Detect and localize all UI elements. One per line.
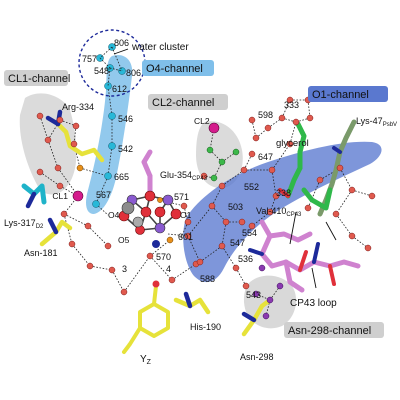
svg-text:806: 806 xyxy=(114,38,129,48)
o4-channel-label: O4-channel xyxy=(146,63,203,75)
svg-text:503: 503 xyxy=(228,202,243,212)
asn181-residue xyxy=(39,217,73,247)
svg-text:588: 588 xyxy=(200,274,215,284)
asn298-channel-label-box xyxy=(284,322,384,338)
svg-text:3: 3 xyxy=(122,264,127,274)
asn298-label: Asn-298 xyxy=(240,352,274,362)
asn181-label: Asn-181 xyxy=(24,248,58,258)
o4-channel-region xyxy=(86,54,133,214)
water-molecules-purple xyxy=(252,264,284,320)
water-cluster-bonds xyxy=(99,46,123,87)
svg-text:552: 552 xyxy=(244,182,259,192)
val410-label: Val-410CP43 xyxy=(256,206,302,218)
asn298-channel-label: Asn-298-channel xyxy=(288,325,371,337)
cl2-channel-region xyxy=(196,121,243,189)
cl1-atom-label: CL1 xyxy=(52,191,68,201)
svg-text:570: 570 xyxy=(156,252,171,262)
glycerol-molecule xyxy=(278,121,333,211)
svg-text:612: 612 xyxy=(112,84,127,94)
yz-tyrosine-residue xyxy=(122,280,170,354)
svg-text:554: 554 xyxy=(242,228,257,238)
svg-text:4: 4 xyxy=(166,264,171,274)
svg-text:543: 543 xyxy=(246,290,261,300)
o1-channel-label: O1-channel xyxy=(312,89,369,101)
svg-text:665: 665 xyxy=(114,172,129,182)
water-number-labels: 806 757 548 806 612 546 542 665 567 598 … xyxy=(82,38,299,300)
glu354-label: Glu-354CP43 xyxy=(160,170,208,182)
cl2-channel-label: CL2-channel xyxy=(152,97,214,109)
water-molecules-green xyxy=(206,146,240,182)
svg-text:567: 567 xyxy=(96,190,111,200)
svg-text:338: 338 xyxy=(276,188,291,198)
svg-text:647: 647 xyxy=(258,152,273,162)
water-cluster-label: water cluster xyxy=(131,42,189,53)
asn298-residue xyxy=(241,297,273,337)
water-molecules-cyan xyxy=(92,43,126,208)
water-molecules-red xyxy=(36,96,376,296)
o4-atom-label: O4 xyxy=(108,210,120,220)
yz-label: YZ xyxy=(140,354,152,366)
cl1-channel-label-box xyxy=(4,70,68,86)
svg-text:546: 546 xyxy=(118,114,133,124)
svg-text:598: 598 xyxy=(258,110,273,120)
his190-label: His-190 xyxy=(190,322,221,332)
svg-text:571: 571 xyxy=(174,192,189,202)
o5-atom-label: O5 xyxy=(118,235,130,245)
svg-text:547: 547 xyxy=(230,238,245,248)
cl1-chloride xyxy=(72,190,84,202)
leader-lines xyxy=(113,48,337,289)
o1-atom-label: O1 xyxy=(180,210,192,220)
svg-text:333: 333 xyxy=(284,100,299,110)
lys317-residue xyxy=(21,183,47,209)
mn4cao5-cluster xyxy=(118,149,182,248)
cl2-chloride xyxy=(208,122,220,134)
svg-text:542: 542 xyxy=(118,144,133,154)
lys47-label: Lys-47PsbV xyxy=(356,116,397,128)
glu354-residue xyxy=(141,149,153,199)
cl2-channel-label-box xyxy=(148,94,228,110)
svg-text:806: 806 xyxy=(126,68,141,78)
glycerol-label: glycerol xyxy=(276,138,309,149)
o4-channel-label-box xyxy=(142,60,214,76)
his190-residue xyxy=(173,291,211,315)
lys317-label: Lys-317D2 xyxy=(4,218,44,230)
svg-text:536: 536 xyxy=(238,254,253,264)
svg-text:601: 601 xyxy=(178,232,193,242)
cl2-atom-label: CL2 xyxy=(194,116,210,126)
water-molecules-orange xyxy=(76,164,174,244)
o1-channel-label-box xyxy=(308,86,388,102)
svg-text:548: 548 xyxy=(94,66,109,76)
arg334-label: Arg-334 xyxy=(62,102,94,112)
cp43-loop-label: CP43 loop xyxy=(290,298,337,309)
cl1-channel-label: CL1-channel xyxy=(8,73,70,85)
svg-text:757: 757 xyxy=(82,54,97,64)
